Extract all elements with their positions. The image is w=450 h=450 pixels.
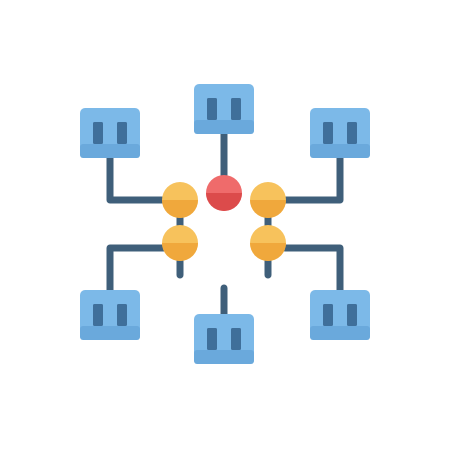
box-top	[194, 84, 254, 134]
box-bottom-left	[80, 290, 140, 340]
box-bottom	[194, 314, 254, 364]
node-right-lower	[250, 225, 286, 261]
node-left-lower	[162, 225, 198, 261]
node-left-upper	[162, 182, 198, 218]
node-right-upper	[250, 182, 286, 218]
connector-bottom-right	[281, 244, 344, 296]
node-center-red	[206, 175, 242, 211]
connector-top-right	[281, 154, 344, 204]
connector-bottom-left	[106, 244, 169, 296]
box-top-left	[80, 108, 140, 158]
connector-top-left	[106, 154, 169, 204]
connector-lines	[106, 126, 344, 319]
box-bottom-right	[310, 290, 370, 340]
box-top-right	[310, 108, 370, 158]
